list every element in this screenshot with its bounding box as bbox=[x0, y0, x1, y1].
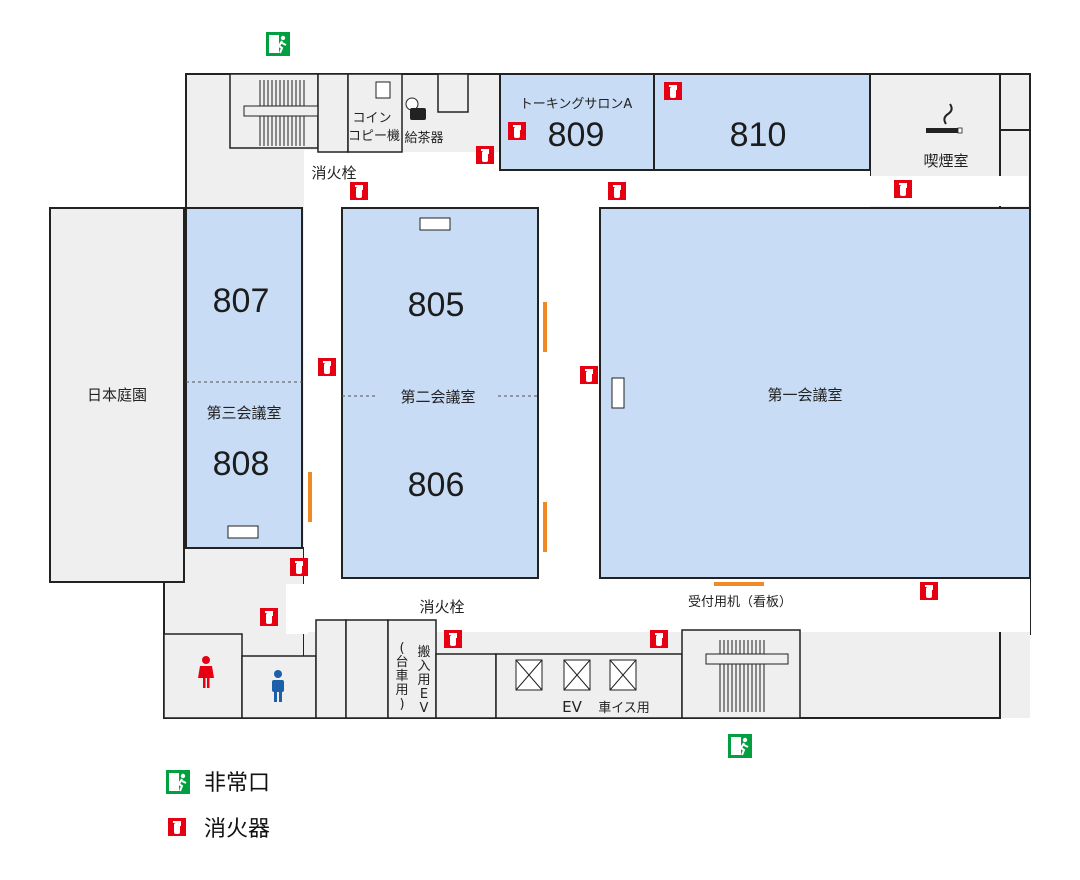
conf3-label: 第三会議室 bbox=[206, 404, 281, 422]
hydrant-top-label: 消火栓 bbox=[311, 164, 356, 182]
smoking-icon bbox=[926, 103, 963, 134]
svg-text:(: ( bbox=[399, 641, 404, 656]
legend-extinguisher-icon bbox=[168, 818, 186, 836]
room-808-label: 808 bbox=[213, 445, 270, 483]
svg-text:E: E bbox=[420, 687, 428, 702]
elevators bbox=[515, 659, 637, 691]
svg-text:入: 入 bbox=[417, 659, 430, 674]
hydrant-bottom-label: 消火栓 bbox=[419, 598, 464, 616]
smoking-label: 喫煙室 bbox=[923, 152, 968, 170]
signboard bbox=[308, 472, 312, 522]
tea-label: 給茶器 bbox=[404, 130, 443, 146]
svg-text:用: 用 bbox=[395, 683, 408, 698]
room-806-label: 806 bbox=[408, 466, 465, 504]
stairs-top bbox=[229, 73, 321, 149]
legend: 非常口 消火器 bbox=[165, 769, 270, 842]
reception-desk bbox=[714, 582, 764, 586]
signboard bbox=[543, 302, 547, 352]
female-restroom-icon bbox=[198, 656, 214, 688]
signboard bbox=[543, 502, 547, 552]
svg-text:用: 用 bbox=[417, 673, 430, 688]
svg-text:): ) bbox=[399, 697, 404, 712]
copy-label-1: コイン bbox=[352, 111, 391, 126]
legend-extinguisher-label: 消火器 bbox=[204, 817, 270, 842]
reception-label: 受付用机（看板） bbox=[688, 594, 792, 610]
male-restroom-icon bbox=[272, 670, 284, 702]
conf2-label: 第二会議室 bbox=[400, 388, 475, 406]
legend-exit-icon bbox=[165, 769, 191, 795]
room-conf1 bbox=[599, 207, 1031, 579]
freight-ev-label: 搬 入 用 E V ( 台 車 用 ) bbox=[395, 641, 430, 716]
japanese-garden bbox=[49, 207, 185, 583]
salon-label: トーキングサロンA bbox=[520, 97, 633, 112]
exit-sign-icon bbox=[727, 733, 753, 759]
svg-text:V: V bbox=[420, 701, 429, 716]
svg-text:車: 車 bbox=[395, 669, 408, 684]
garden-label: 日本庭園 bbox=[87, 386, 147, 404]
svg-text:台: 台 bbox=[395, 655, 408, 670]
room-810-label: 810 bbox=[730, 116, 787, 154]
legend-exit-label: 非常口 bbox=[204, 771, 270, 796]
exit-sign-icon bbox=[265, 31, 291, 57]
corridors bbox=[286, 150, 1030, 634]
svg-text:搬: 搬 bbox=[417, 645, 430, 660]
room-805-label: 805 bbox=[408, 286, 465, 324]
copy-label-2: コピー機 bbox=[348, 129, 400, 144]
wheelchair-ev-label: 車イス用 bbox=[598, 701, 650, 716]
ev-label: EV bbox=[562, 698, 582, 716]
room-807-808 bbox=[185, 207, 303, 549]
tea-server-icon bbox=[405, 97, 426, 120]
room-807-label: 807 bbox=[213, 282, 270, 320]
conf1-label: 第一会議室 bbox=[767, 386, 842, 404]
room-809-label: 809 bbox=[548, 116, 605, 154]
stairs-bottom bbox=[705, 640, 789, 712]
room-810 bbox=[653, 73, 871, 171]
